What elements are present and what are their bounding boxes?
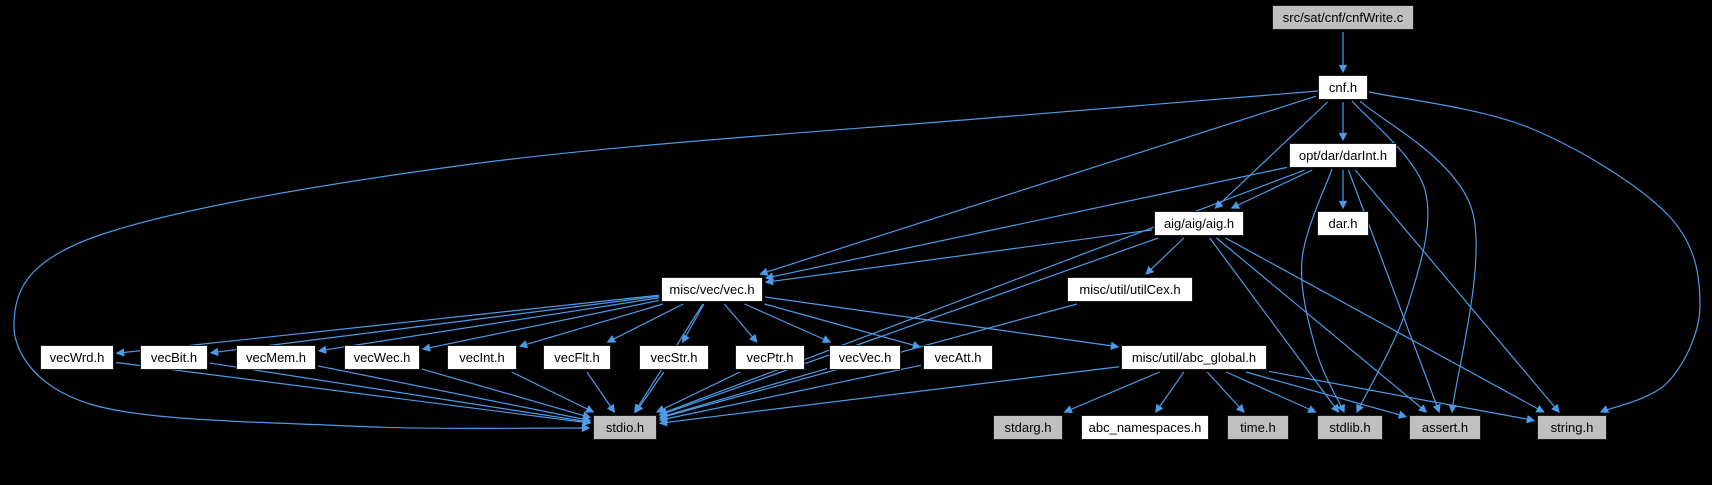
node-cnf_h[interactable]: cnf.h: [1318, 75, 1368, 100]
edge-aig_h-stdio_h: [658, 237, 1159, 417]
edge-vec_h-vecstr_h: [682, 303, 705, 344]
edge-aig_h-vec_h: [764, 229, 1153, 286]
edge-darint_h-assert_h: [1347, 169, 1441, 414]
edge-darint_h-stdio_h: [658, 169, 1305, 416]
edge-abc_global_h-stdlib_h: [1226, 371, 1317, 413]
edge-abc_global_h-string_h: [1268, 370, 1536, 424]
edge-aig_h-string_h: [1225, 237, 1545, 413]
edge-vecatt_h-stdio_h: [658, 364, 922, 423]
node-utilcex_h[interactable]: misc/util/utilCex.h: [1067, 277, 1193, 302]
edge-vecptr_h-stdio_h: [655, 371, 741, 413]
edge-vec_h-abc_global_h: [764, 296, 1120, 350]
node-time_h: time.h: [1227, 415, 1289, 440]
edge-darint_h-string_h: [1354, 169, 1560, 413]
edge-cnf_h-vec_h: [759, 95, 1317, 276]
edge-abc_global_h-time_h: [1206, 371, 1245, 413]
edge-abc_global_h-assert_h: [1245, 371, 1408, 419]
node-cnfwrite_c: src/sat/cnf/cnfWrite.c: [1272, 5, 1414, 30]
edge-vecvec_h-stdio_h: [658, 368, 828, 420]
edge-aig_h-utilcex_h: [1145, 237, 1185, 275]
edge-vec_h-vecatt_h: [764, 303, 922, 350]
edge-vec_h-vecptr_h: [723, 303, 758, 343]
edge-vecstr_h-stdio_h: [635, 371, 665, 414]
edge-darint_h-aig_h: [1230, 169, 1313, 209]
node-string_h: string.h: [1537, 415, 1607, 440]
edge-cnf_h-string_h: [1368, 91, 1701, 413]
node-vecatt_h[interactable]: vecAtt.h: [923, 345, 993, 370]
edge-vec_h-vecwrd_h: [115, 294, 660, 357]
edge-vecwrd_h-stdio_h: [115, 361, 592, 427]
edge-aig_h-assert_h: [1216, 237, 1428, 413]
node-vecmem_h[interactable]: vecMem.h: [236, 345, 316, 370]
edge-vecbit_h-stdio_h: [209, 362, 592, 426]
node-vecwrd_h[interactable]: vecWrd.h: [40, 345, 114, 370]
edge-vecint_h-stdio_h: [511, 371, 595, 413]
node-vecflt_h[interactable]: vecFlt.h: [543, 345, 611, 370]
edge-abc_global_h-stdarg_h: [1063, 371, 1160, 414]
node-stdlib_h: stdlib.h: [1317, 415, 1383, 440]
node-abc_namespaces_h[interactable]: abc_namespaces.h: [1081, 415, 1209, 440]
edge-darint_h-vec_h: [764, 166, 1288, 281]
edge-vec_h-vecwec_h: [421, 299, 660, 352]
edge-cnf_h-stdlib_h: [1351, 100, 1429, 414]
edge-vec_h-vecvec_h: [744, 303, 832, 343]
node-vecbit_h[interactable]: vecBit.h: [140, 345, 208, 370]
edge-vec_h-vecmem_h: [317, 297, 660, 354]
edge-vecflt_h-stdio_h: [586, 371, 616, 414]
edge-abc_global_h-abc_namespaces_h: [1155, 371, 1185, 414]
node-vecint_h[interactable]: vecInt.h: [447, 345, 517, 370]
node-vec_h[interactable]: misc/vec/vec.h: [661, 277, 763, 302]
node-vecwec_h[interactable]: vecWec.h: [344, 345, 420, 370]
edge-cnf_h-assert_h: [1359, 100, 1477, 414]
node-aig_h[interactable]: aig/aig/aig.h: [1154, 211, 1244, 236]
node-abc_global_h[interactable]: misc/util/abc_global.h: [1121, 345, 1267, 370]
node-vecvec_h[interactable]: vecVec.h: [829, 345, 901, 370]
node-vecstr_h[interactable]: vecStr.h: [639, 345, 709, 370]
node-assert_h: assert.h: [1409, 415, 1481, 440]
node-vecptr_h[interactable]: vecPtr.h: [735, 345, 805, 370]
edge-abc_global_h-stdio_h: [658, 366, 1120, 427]
edge-cnf_h-stdio_h: [13, 90, 1319, 433]
edge-vec_h-vecflt_h: [606, 303, 684, 343]
edge-darint_h-stdlib_h: [1300, 168, 1345, 414]
node-stdio_h: stdio.h: [593, 415, 657, 440]
edge-aig_h-stdlib_h: [1209, 237, 1340, 414]
edge-vecmem_h-stdio_h: [317, 365, 592, 424]
edge-vec_h-vecbit_h: [209, 295, 660, 357]
edge-cnf_h-aig_h: [1214, 101, 1329, 209]
edge-vec_h-vecint_h: [518, 303, 664, 349]
node-dar_h[interactable]: dar.h: [1317, 211, 1369, 236]
edge-vecwec_h-stdio_h: [421, 368, 592, 420]
node-stdarg_h: stdarg.h: [993, 415, 1063, 440]
node-darint_h[interactable]: opt/dar/darInt.h: [1289, 143, 1397, 168]
